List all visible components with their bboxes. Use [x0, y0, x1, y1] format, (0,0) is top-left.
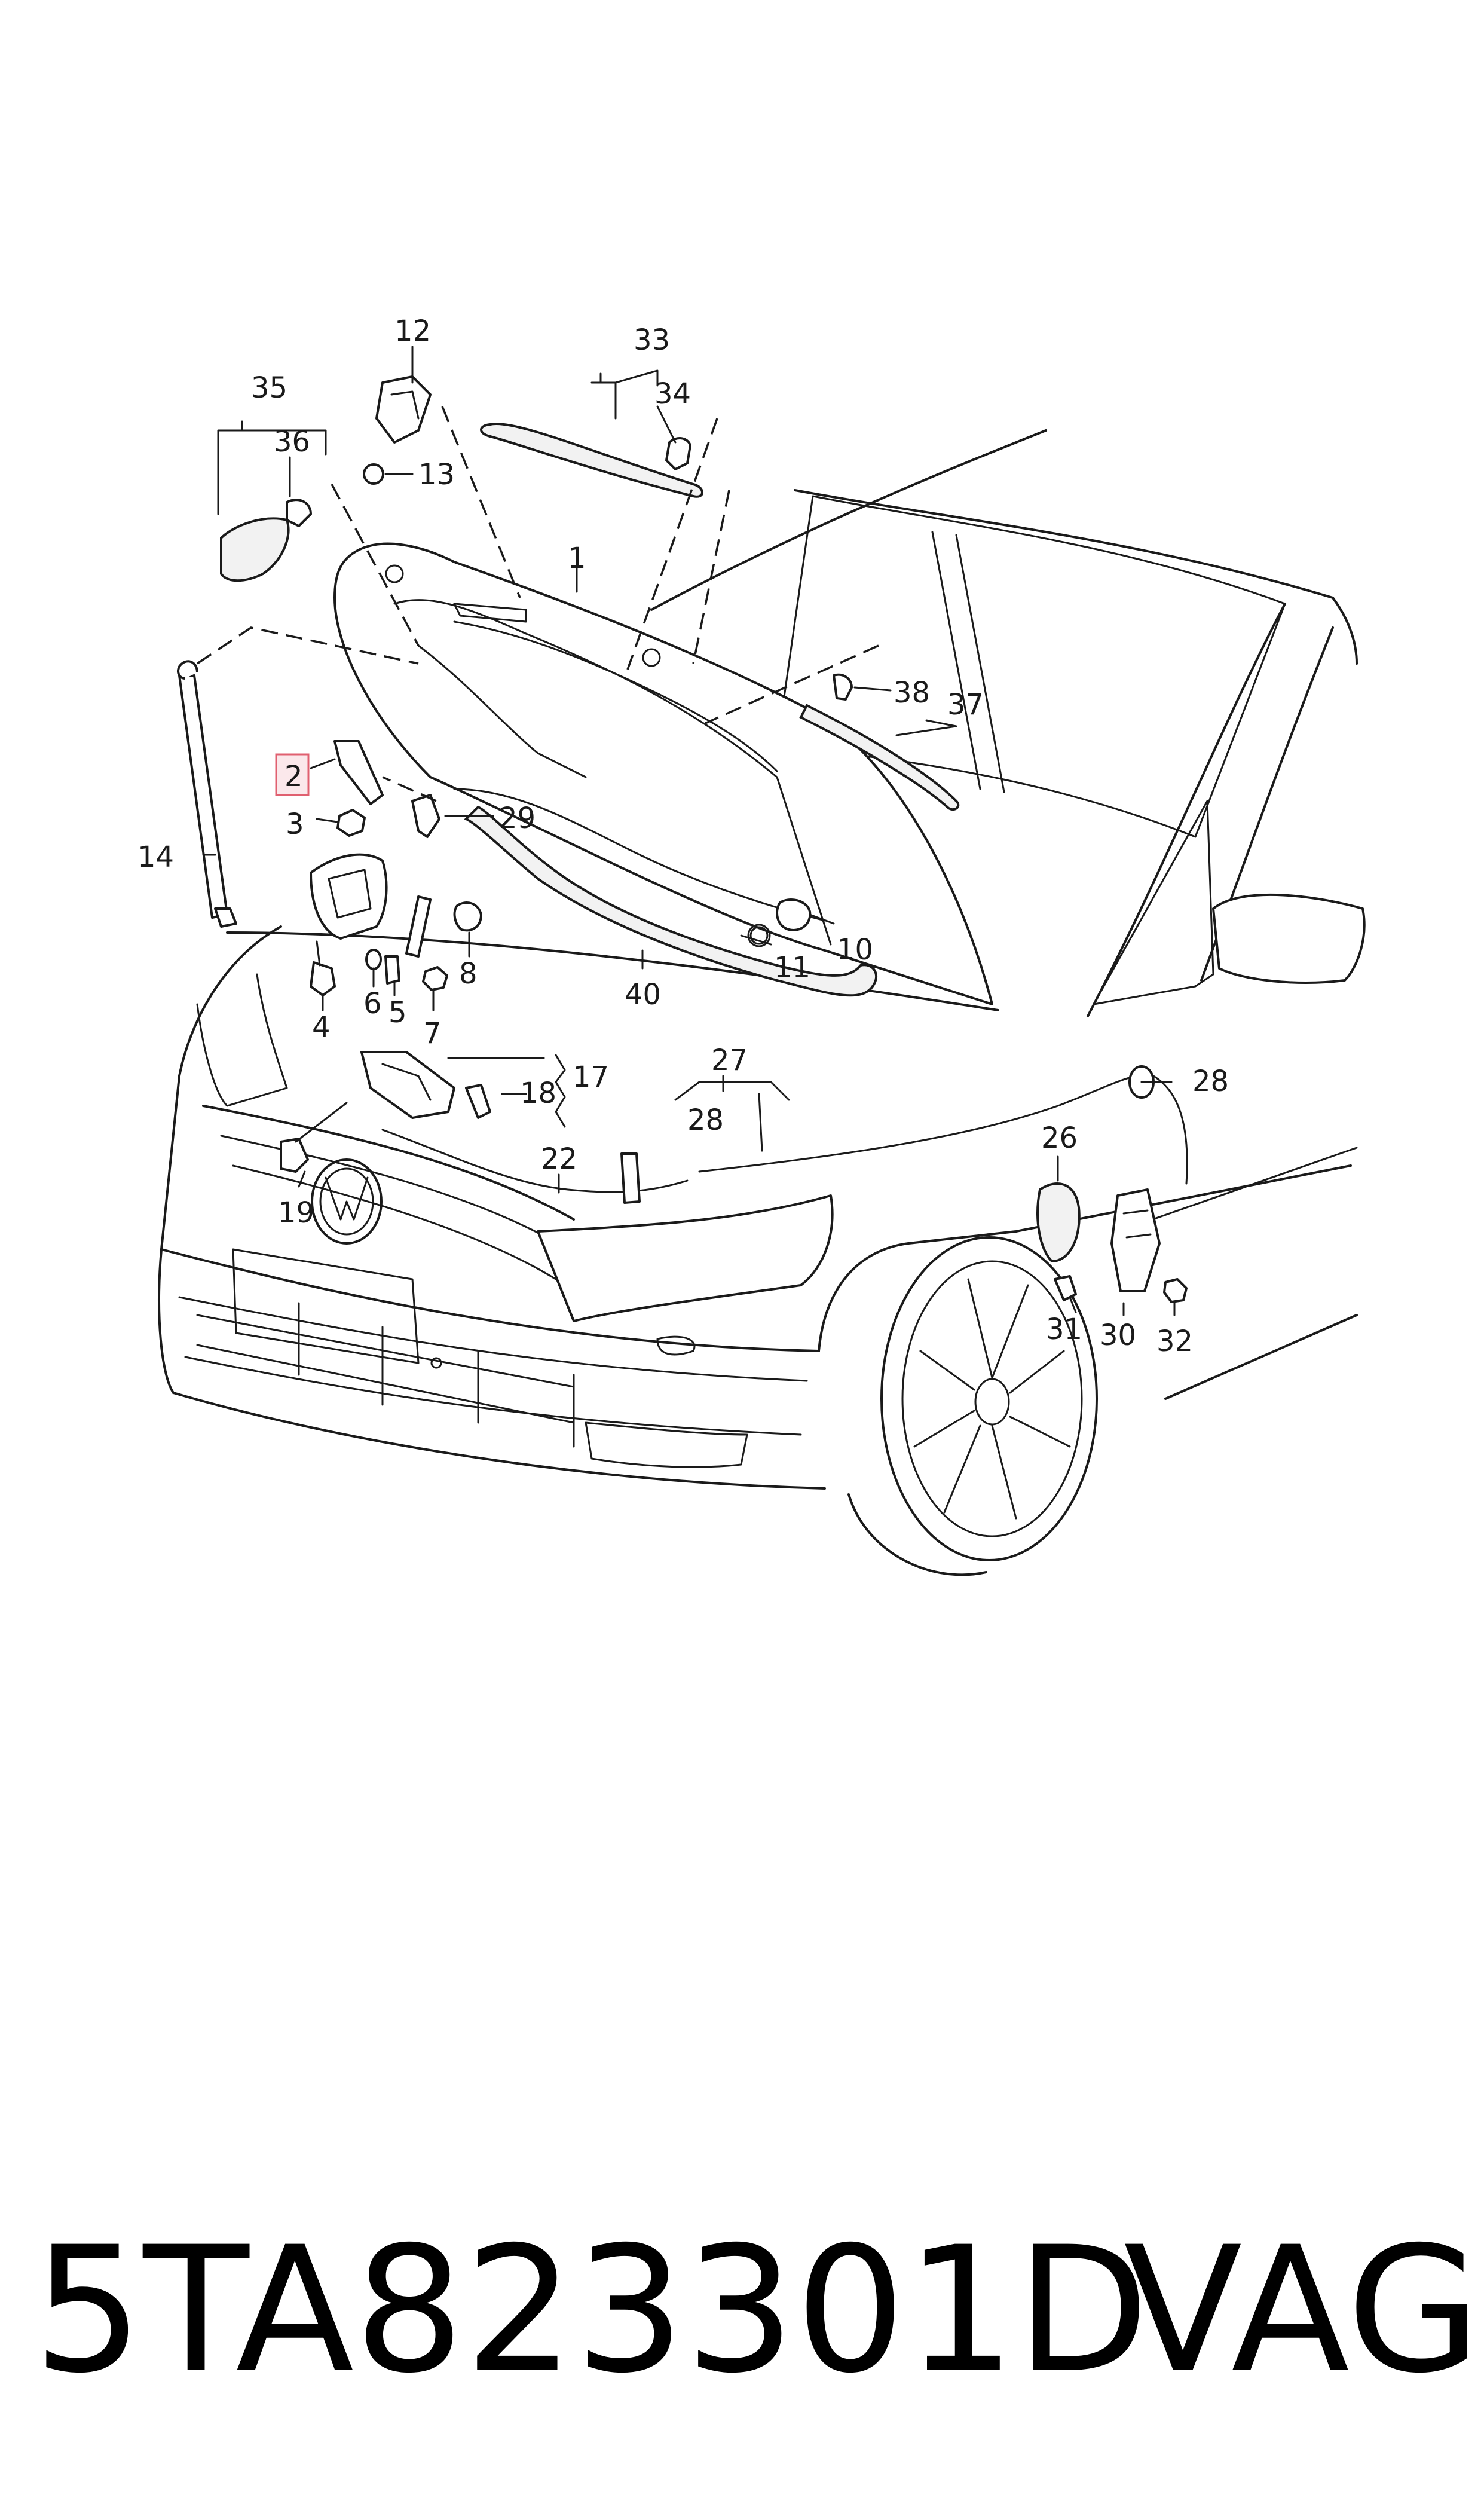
- callout-6: 6: [363, 987, 382, 1020]
- callout-4: 4: [312, 1011, 331, 1044]
- callout-34: 34: [654, 377, 691, 411]
- callout-18: 18: [520, 1077, 556, 1110]
- callout-33: 33: [634, 323, 670, 357]
- callout-26: 26: [1041, 1121, 1078, 1155]
- part-number: 5TA823301D: [33, 2210, 1149, 2411]
- callout-22: 22: [541, 1142, 577, 1176]
- callout-35: 35: [251, 371, 287, 405]
- callout-32: 32: [1156, 1325, 1193, 1358]
- callout-labels: 1 2 3 4 5 6 7 8 10 11 12 13 14 17 18 19 …: [137, 314, 1229, 1358]
- callout-7: 7: [423, 1017, 442, 1050]
- callout-1: 1: [568, 542, 586, 575]
- leader-lines: [197, 346, 1176, 1316]
- hood-parts: [177, 375, 1188, 1303]
- highlight-box: [275, 753, 310, 796]
- callout-28-right: 28: [1192, 1065, 1229, 1098]
- callout-31: 31: [1046, 1313, 1082, 1346]
- hood-panel: [333, 542, 993, 1005]
- brand-label: VAG: [1124, 2210, 1481, 2411]
- callout-8: 8: [459, 957, 478, 991]
- callout-17: 17: [573, 1060, 609, 1094]
- callout-37: 37: [947, 688, 984, 722]
- callout-3: 3: [286, 808, 304, 841]
- callout-19: 19: [278, 1196, 314, 1230]
- callout-11: 11: [774, 951, 810, 985]
- callout-29: 29: [499, 802, 536, 835]
- callout-27: 27: [711, 1044, 748, 1077]
- callout-36: 36: [274, 425, 310, 458]
- callout-12: 12: [394, 314, 431, 348]
- callout-40: 40: [625, 978, 661, 1011]
- callout-2: 2: [284, 760, 303, 793]
- callout-13: 13: [418, 458, 455, 491]
- callout-14: 14: [137, 840, 174, 874]
- callout-28-left: 28: [687, 1103, 724, 1137]
- callout-5: 5: [388, 996, 407, 1029]
- callout-10: 10: [837, 933, 873, 967]
- callout-38: 38: [894, 676, 930, 710]
- callout-30: 30: [1100, 1319, 1136, 1352]
